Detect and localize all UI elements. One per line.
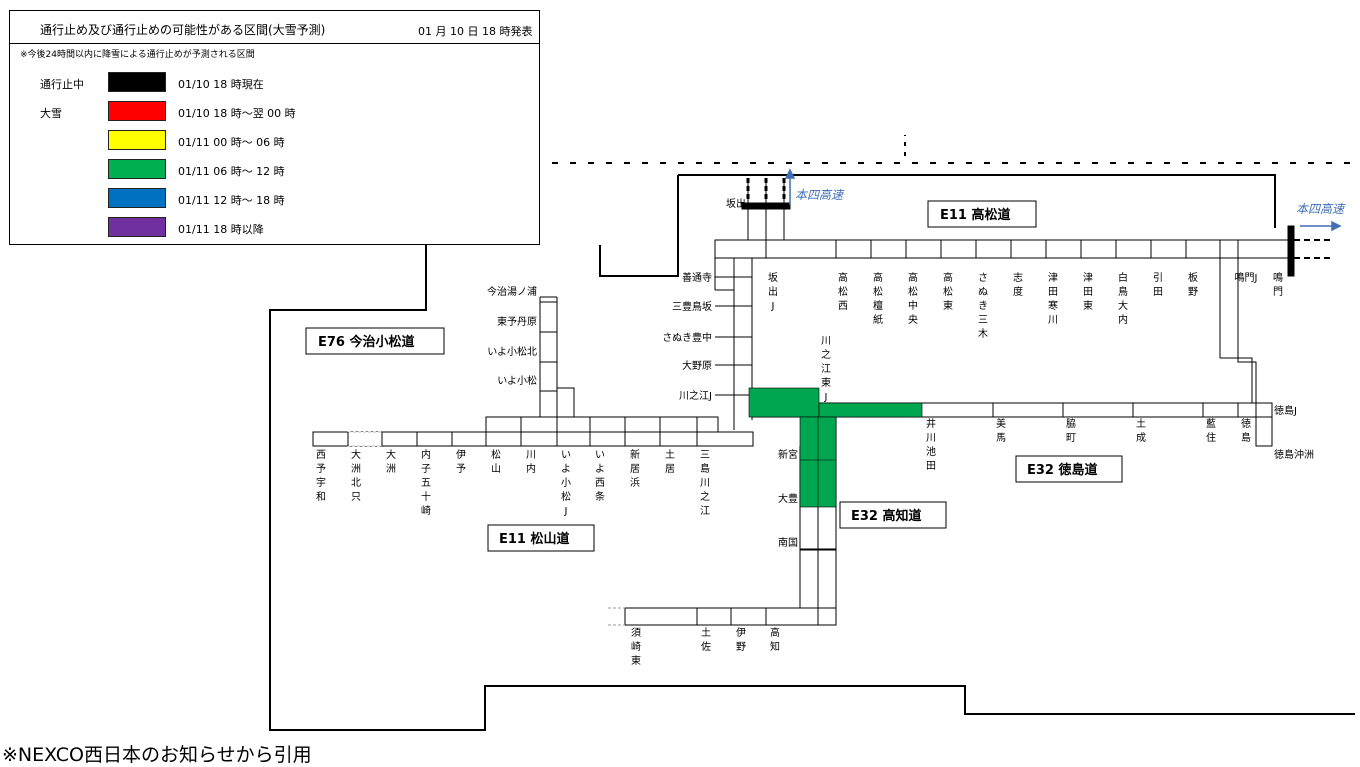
legend-row-time: 01/11 00 時～ 06 時 bbox=[178, 136, 285, 149]
honshi-label-sakaide: 本四高速 bbox=[795, 188, 845, 202]
station-label: 善通寺 bbox=[682, 271, 712, 284]
honshi-label-naruto: 本四高速 bbox=[1296, 202, 1346, 216]
station-label: 引田 bbox=[1153, 272, 1163, 298]
matsuyama-expressway bbox=[312, 416, 754, 447]
imabari-komatsu-expressway bbox=[539, 296, 575, 417]
route-imabari: E76 今治小松道 bbox=[318, 334, 415, 350]
station-label: 板野 bbox=[1188, 271, 1198, 298]
station-label: 志度 bbox=[1013, 271, 1023, 298]
legend-row: 01/11 06 時～ 12 時 bbox=[10, 159, 530, 181]
naruto-link bbox=[1287, 225, 1330, 277]
source-credit: ※NEXCO西日本のお知らせから引用 bbox=[2, 744, 312, 766]
station-label: 徳島沖洲 bbox=[1274, 448, 1314, 461]
station-label: さぬき三木 bbox=[978, 272, 988, 340]
station-label: 高松中央 bbox=[908, 271, 918, 326]
station-label: 高松東 bbox=[943, 271, 953, 312]
station-label: 土居 bbox=[665, 448, 675, 475]
legend-row-time: 01/10 18 時現在 bbox=[178, 78, 264, 91]
legend-swatch bbox=[108, 101, 166, 121]
station-label: 土成 bbox=[1136, 417, 1146, 444]
station-label: 大豊 bbox=[778, 492, 798, 505]
honshi-arrows bbox=[784, 168, 1342, 232]
legend-swatch bbox=[108, 159, 166, 179]
station-label: 西予宇和 bbox=[316, 450, 326, 503]
station-label: 東予丹原 bbox=[497, 315, 537, 328]
station-label: 津田寒川 bbox=[1048, 272, 1058, 326]
station-label: 川之江J bbox=[679, 389, 712, 402]
station-label: 津田東 bbox=[1083, 272, 1093, 312]
route-tokushima: E32 徳島道 bbox=[1027, 462, 1098, 478]
legend-row: 01/11 18 時以降 bbox=[10, 217, 530, 239]
station-label: いよ小松北 bbox=[487, 345, 537, 358]
legend-note: ※今後24時間以内に降雪による通行止めが予測される区間 bbox=[20, 50, 255, 60]
station-label: 新宮 bbox=[778, 448, 798, 461]
legend-row-time: 01/11 06 時～ 12 時 bbox=[178, 165, 285, 178]
alert-segment bbox=[748, 387, 923, 508]
legend-swatch bbox=[108, 72, 166, 92]
station-label: 高松檀紙 bbox=[873, 271, 883, 326]
station-label: 大野原 bbox=[682, 359, 712, 372]
station-label: 新居浜 bbox=[630, 448, 640, 489]
naruto-tokushima-link bbox=[1219, 258, 1273, 447]
station-label: 松山 bbox=[491, 448, 501, 475]
sakaide-link bbox=[741, 178, 791, 240]
station-label: 鳴門J bbox=[1235, 271, 1258, 284]
legend-row: 通行止中 01/10 18 時現在 bbox=[10, 72, 530, 94]
route-takamatsu: E11 高松道 bbox=[940, 207, 1011, 223]
station-label: 須崎東 bbox=[631, 627, 641, 667]
legend-issued: 01 月 10 日 18 時発表 bbox=[418, 25, 533, 38]
station-label: 大洲 bbox=[386, 448, 396, 475]
station-label: 脇町 bbox=[1066, 418, 1076, 444]
station-label: 土佐 bbox=[701, 626, 711, 653]
legend-row-label: 大雪 bbox=[40, 107, 62, 120]
station-label: 三島川之江 bbox=[700, 450, 710, 517]
station-label: 内子五十崎 bbox=[421, 448, 431, 517]
legend-row-label: 通行止中 bbox=[40, 78, 84, 91]
route-labels: E11 高松道 E76 今治小松道 E11 松山道 E32 徳島道 E32 高知… bbox=[305, 200, 1123, 552]
station-label: 伊野 bbox=[736, 627, 746, 653]
legend-swatch bbox=[108, 217, 166, 237]
legend-row: 大雪 01/10 18 時～翌 00 時 bbox=[10, 101, 530, 123]
station-label: 川内 bbox=[526, 450, 536, 475]
legend-row-time: 01/10 18 時～翌 00 時 bbox=[178, 107, 296, 120]
legend-row-time: 01/11 18 時以降 bbox=[178, 223, 264, 236]
station-label: 伊予 bbox=[456, 449, 466, 475]
legend-panel: 通行止め及び通行止めの可能性がある区間(大雪予測) 01 月 10 日 18 時… bbox=[9, 10, 540, 245]
station-label: 鳴門 bbox=[1273, 271, 1283, 298]
legend-row: 01/11 12 時～ 18 時 bbox=[10, 188, 530, 210]
route-kochi: E32 高知道 bbox=[851, 508, 922, 524]
station-label: 今治湯ノ浦 bbox=[487, 285, 537, 298]
station-label: 坂出 bbox=[726, 197, 746, 210]
station-label: 美馬 bbox=[996, 417, 1006, 444]
station-label: 藍住 bbox=[1206, 417, 1216, 444]
station-label: 白鳥大内 bbox=[1118, 271, 1128, 326]
station-label: 大洲北只 bbox=[351, 448, 361, 503]
station-label: 徳島J bbox=[1274, 404, 1297, 417]
station-label: 高知 bbox=[770, 626, 780, 653]
station-label: さぬき豊中 bbox=[662, 331, 712, 344]
legend-row: 01/11 00 時～ 06 時 bbox=[10, 130, 530, 152]
legend-swatch bbox=[108, 188, 166, 208]
legend-title: 通行止め及び通行止めの可能性がある区間(大雪予測) bbox=[40, 23, 326, 37]
station-label: 三豊鳥坂 bbox=[672, 300, 712, 313]
station-label: 高松西 bbox=[838, 271, 848, 312]
legend-header: 通行止め及び通行止めの可能性がある区間(大雪予測) 01 月 10 日 18 時… bbox=[10, 11, 539, 44]
station-label: 井川池田 bbox=[926, 417, 936, 472]
legend-row-time: 01/11 12 時～ 18 時 bbox=[178, 194, 285, 207]
legend-swatch bbox=[108, 130, 166, 150]
route-matsuyama: E11 松山道 bbox=[499, 531, 570, 547]
station-label: いよ小松 bbox=[497, 374, 537, 387]
station-label: 徳島 bbox=[1241, 417, 1251, 444]
station-label: 南国 bbox=[778, 536, 798, 549]
station-label: いよ西条 bbox=[595, 450, 605, 503]
